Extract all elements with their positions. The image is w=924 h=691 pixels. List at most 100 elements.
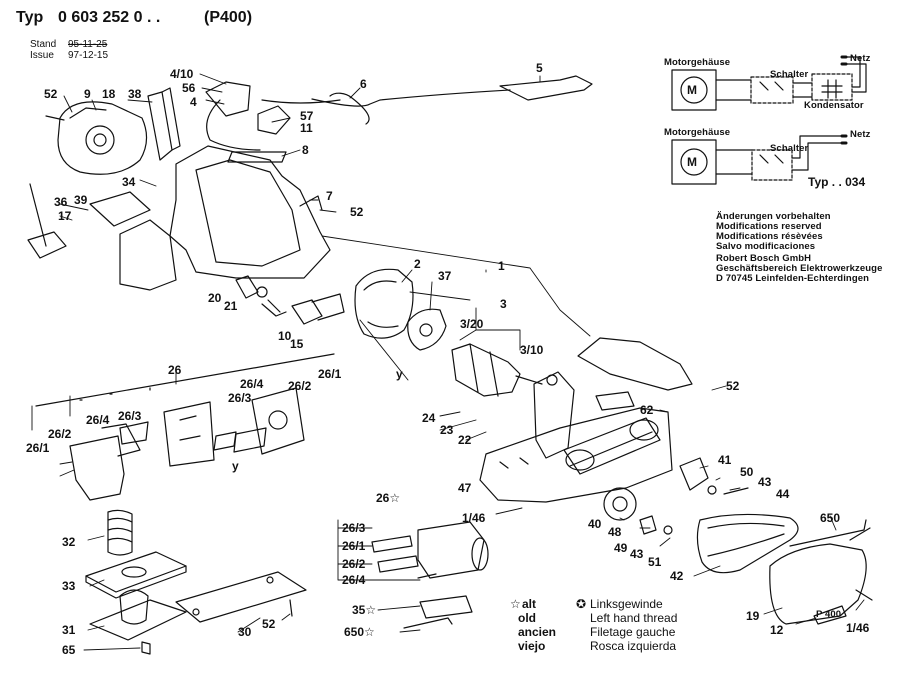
model-label: (P400) bbox=[204, 9, 253, 26]
callout-42: 42 bbox=[670, 569, 684, 583]
callout-26-star: 26☆ bbox=[376, 491, 401, 505]
callout-17: 17 bbox=[58, 209, 72, 223]
legend-old-term-2: old bbox=[518, 611, 536, 625]
wiring-bottom-mains-label: Netz bbox=[850, 129, 871, 140]
callout-1-46: 1/46 bbox=[462, 511, 486, 525]
callout-3: 3 bbox=[500, 297, 507, 311]
legend-thread-term-2: Left hand thread bbox=[590, 611, 678, 625]
callout-40: 40 bbox=[588, 517, 602, 531]
wiring-top-mains-label: Netz bbox=[850, 53, 871, 64]
callout-62: 62 bbox=[640, 403, 654, 417]
callout-20: 20 bbox=[208, 291, 222, 305]
callout-y-b: y bbox=[232, 459, 239, 473]
callout-52-c: 52 bbox=[726, 379, 740, 393]
legend-old-term-3: ancien bbox=[518, 625, 557, 639]
wiring-bottom-housing-label: Motorgehäuse bbox=[664, 127, 731, 138]
callout-52-d: 52 bbox=[262, 617, 276, 631]
brush-plate-parts bbox=[35, 353, 335, 501]
callout-31: 31 bbox=[62, 623, 76, 637]
callout-26-1: 26/1 bbox=[318, 367, 342, 381]
callout-5: 5 bbox=[536, 61, 543, 75]
callout-26: 26 bbox=[168, 363, 182, 377]
callout-37: 37 bbox=[438, 269, 452, 283]
callout-26-3: 26/3 bbox=[228, 391, 252, 405]
issue-label: Issue bbox=[30, 50, 54, 61]
leader-lines bbox=[31, 73, 865, 651]
callout-52: 52 bbox=[44, 87, 58, 101]
type-label: Typ bbox=[16, 9, 44, 26]
callout-26-4: 26/4 bbox=[240, 377, 264, 391]
callout-34: 34 bbox=[122, 175, 136, 189]
callout-1: 1 bbox=[498, 259, 505, 273]
callout-15: 15 bbox=[290, 337, 304, 351]
callout-21: 21 bbox=[224, 299, 238, 313]
callout-19: 19 bbox=[746, 609, 760, 623]
callout-33: 33 bbox=[62, 579, 76, 593]
notice-line-7: D 70745 Leinfelden-Echterdingen bbox=[716, 273, 870, 284]
callout-y: y bbox=[396, 367, 403, 381]
callout-10: 10 bbox=[278, 329, 292, 343]
stand-label: Stand bbox=[30, 39, 57, 50]
callout-26-2-b: 26/2 bbox=[48, 427, 72, 441]
callout-26-4-c: 26/4 bbox=[342, 573, 366, 587]
callout-9: 9 bbox=[84, 87, 91, 101]
callout-51: 51 bbox=[648, 555, 662, 569]
callout-4: 4 bbox=[190, 95, 197, 109]
wiring-bottom-motor-symbol: M bbox=[687, 155, 697, 169]
callout-52-b: 52 bbox=[350, 205, 364, 219]
wiring-type-note: Typ . . 034 bbox=[808, 175, 866, 189]
callout-26-1-b: 26/1 bbox=[26, 441, 50, 455]
callout-44: 44 bbox=[776, 487, 790, 501]
callout-41: 41 bbox=[718, 453, 732, 467]
callout-650-star: 650☆ bbox=[344, 625, 375, 639]
callout-36: 36 bbox=[54, 195, 68, 209]
callout-48: 48 bbox=[608, 525, 622, 539]
type-number: 0 603 252 0 . . bbox=[58, 9, 161, 26]
callout-35-star: 35☆ bbox=[352, 603, 377, 617]
legend-thread-symbol: ✪ bbox=[576, 597, 587, 611]
callout-30: 30 bbox=[238, 625, 252, 639]
callout-23: 23 bbox=[440, 423, 454, 437]
notice-line-4: Salvo modificaciones bbox=[716, 241, 816, 252]
stand-date: 95-11-25 bbox=[68, 39, 108, 50]
issue-date: 97-12-15 bbox=[68, 50, 109, 61]
callout-65: 65 bbox=[62, 643, 76, 657]
callout-26-3-b: 26/3 bbox=[118, 409, 142, 423]
callout-18: 18 bbox=[102, 87, 116, 101]
callout-24: 24 bbox=[422, 411, 436, 425]
notice-line-2: Modifications reserved bbox=[716, 221, 822, 232]
motor-parts bbox=[235, 268, 543, 397]
callout-50: 50 bbox=[740, 465, 754, 479]
wiring-diagram-top bbox=[671, 55, 867, 111]
callout-650: 650 bbox=[820, 511, 841, 525]
callout-26-1-c: 26/1 bbox=[342, 539, 366, 553]
wiring-bottom-switch-label: Schalter bbox=[770, 143, 809, 154]
callout-12: 12 bbox=[770, 623, 784, 637]
cover-plate-label: P 400 bbox=[816, 609, 842, 620]
drive-parts bbox=[603, 457, 873, 625]
notice-line-5: Robert Bosch GmbH bbox=[716, 253, 812, 264]
callout-26-2: 26/2 bbox=[288, 379, 312, 393]
notice-line-3: Modifications résèvées bbox=[716, 231, 823, 242]
callout-3-10: 3/10 bbox=[520, 343, 544, 357]
callout-4-10: 4/10 bbox=[170, 67, 194, 81]
handle-housing-parts bbox=[27, 75, 593, 291]
callout-26-2-c: 26/2 bbox=[342, 557, 366, 571]
callout-56: 56 bbox=[182, 81, 196, 95]
callout-57: 57 bbox=[300, 109, 314, 123]
callout-11: 11 bbox=[300, 121, 313, 135]
wiring-top-capacitor-label: Kondensator bbox=[804, 100, 864, 111]
wiring-top-housing-label: Motorgehäuse bbox=[664, 57, 731, 68]
callout-26-3-c: 26/3 bbox=[342, 521, 366, 535]
callout-6: 6 bbox=[360, 77, 367, 91]
notice-line-1: Änderungen vorbehalten bbox=[716, 211, 831, 222]
legend-thread-term-4: Rosca izquierda bbox=[590, 639, 677, 653]
legend-old-term-1: alt bbox=[522, 597, 537, 611]
plane-body bbox=[479, 337, 693, 503]
legend-thread-term-1: Linksgewinde bbox=[590, 597, 663, 611]
legend-old-term-4: viejo bbox=[518, 639, 546, 653]
callout-38: 38 bbox=[128, 87, 142, 101]
callout-47: 47 bbox=[458, 481, 472, 495]
optional-unit-parts bbox=[371, 521, 489, 629]
